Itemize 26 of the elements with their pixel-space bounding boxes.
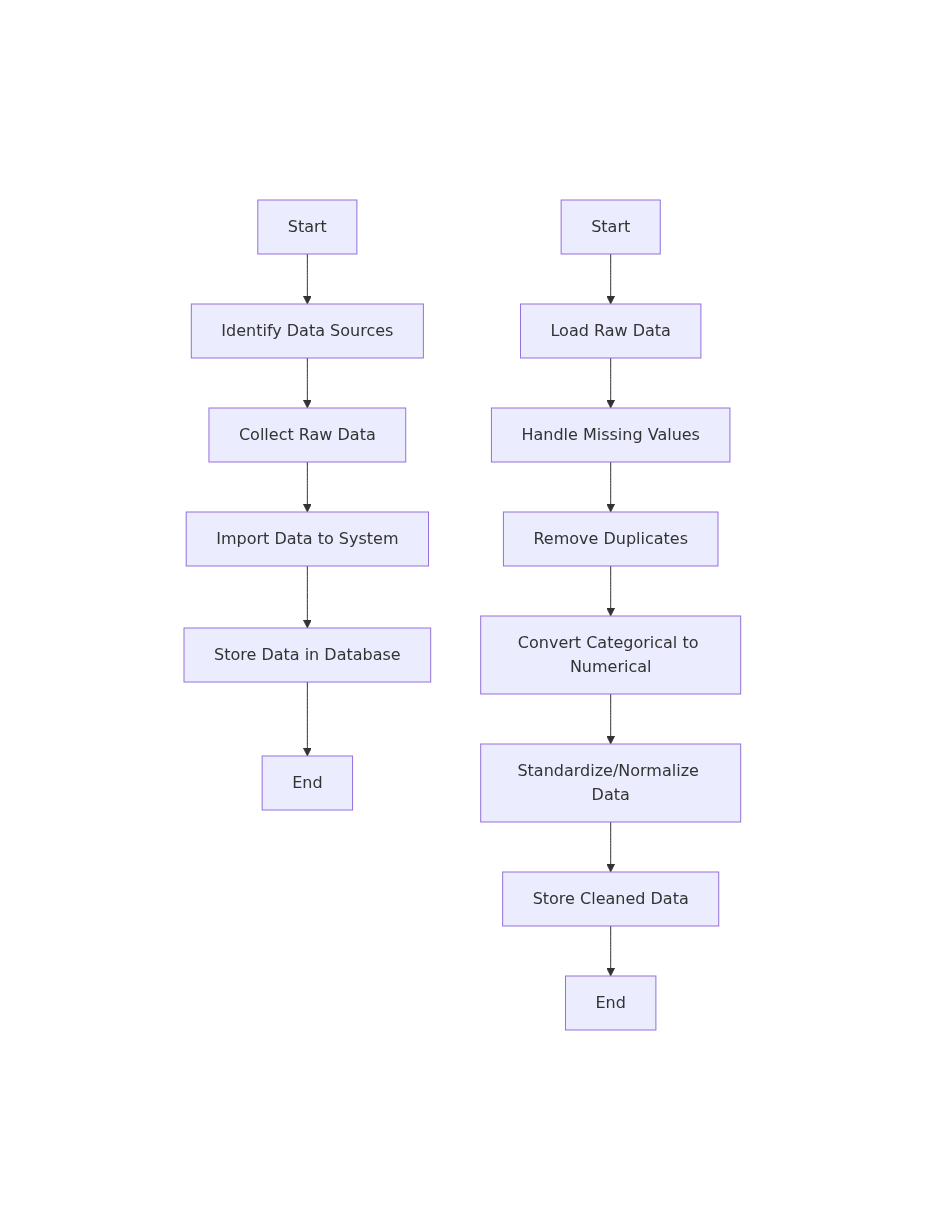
arrow — [606, 693, 616, 745]
node-box: Start — [257, 199, 358, 255]
arrow — [606, 461, 616, 513]
node-box: Load Raw Data — [520, 303, 702, 359]
node-box: Import Data to System — [185, 511, 430, 567]
arrow — [303, 681, 312, 757]
node-box: End — [565, 975, 657, 1031]
node-box: Convert Categorical to Numerical — [480, 615, 742, 695]
node-box: Standardize/Normalize Data — [480, 743, 742, 823]
arrow — [303, 357, 312, 409]
arrow — [303, 461, 312, 513]
arrow — [606, 357, 616, 409]
node-box: Collect Raw Data — [208, 407, 407, 463]
arrow — [303, 253, 312, 305]
arrow — [606, 821, 616, 873]
arrow — [606, 925, 616, 977]
node-box: Store Data in Database — [183, 627, 432, 683]
arrow — [303, 565, 312, 629]
node-box: Store Cleaned Data — [502, 871, 720, 927]
arrow — [606, 253, 616, 305]
node-box: End — [261, 755, 354, 811]
node-box: Identify Data Sources — [190, 303, 425, 359]
node-box: Remove Duplicates — [503, 511, 719, 567]
node-box: Handle Missing Values — [491, 407, 731, 463]
arrow — [606, 565, 616, 617]
node-box: Start — [560, 199, 661, 255]
